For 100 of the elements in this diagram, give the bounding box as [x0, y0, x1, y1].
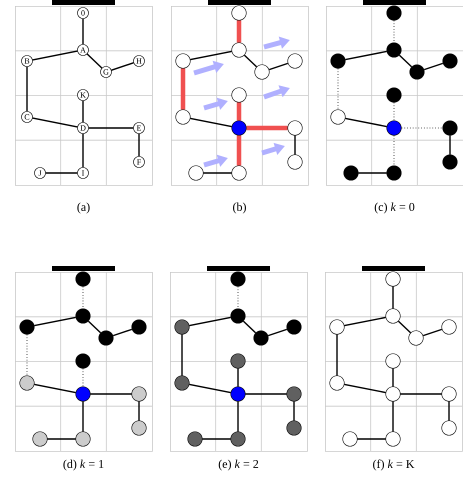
tree-node: [187, 431, 203, 447]
tree-node: [230, 308, 246, 324]
tree-node: [19, 375, 35, 391]
tree-edge: [82, 18, 84, 44]
tree-node: [75, 308, 91, 324]
labeled-node: E: [133, 122, 145, 134]
tree-edge: [422, 328, 442, 336]
tree-node: [174, 319, 190, 335]
tree-node: [175, 109, 191, 125]
tree-node: [286, 319, 302, 335]
tree-node: [330, 53, 346, 69]
panel-caption: (c) k = 0: [374, 202, 414, 214]
tree-edge: [392, 402, 394, 432]
tree-edge: [246, 126, 288, 130]
tree-edge: [82, 134, 84, 168]
tree-node: [286, 386, 302, 402]
labeled-node: J: [34, 167, 46, 179]
tree-edge: [392, 286, 394, 308]
tree-edge: [180, 68, 186, 110]
labeled-node: B: [21, 55, 33, 67]
tree-edge: [424, 62, 444, 70]
labeled-node: H: [133, 55, 145, 67]
labeled-node: K: [77, 89, 89, 101]
tree-edge: [336, 334, 338, 376]
labeled-node: I: [77, 167, 89, 179]
tree-node: [385, 386, 401, 402]
tree-node: [188, 165, 204, 181]
tree-node: [230, 431, 246, 447]
tree-edge: [246, 393, 286, 395]
tree-node: [385, 431, 401, 447]
tree-node: [75, 271, 91, 287]
tree-edge: [398, 320, 412, 334]
tree-edge: [111, 62, 134, 71]
tree-edge: [294, 136, 296, 154]
tree-edge: [242, 320, 256, 334]
labeled-node: A: [77, 44, 89, 56]
tree-node: [385, 271, 401, 287]
tree-edge: [448, 402, 450, 420]
tree-node: [287, 120, 303, 136]
panel-caption: (e) k = 2: [218, 460, 258, 470]
tree-node: [231, 5, 247, 21]
tree-node: [75, 353, 91, 369]
labeled-node: C: [21, 111, 33, 123]
tree-node: [231, 87, 247, 103]
labeled-node: G: [100, 66, 112, 78]
tree-node: [287, 53, 303, 69]
tree-edge: [398, 54, 412, 68]
tree-edge: [82, 286, 84, 309]
tree-node: [131, 420, 147, 436]
tree-edge: [34, 316, 76, 326]
tree-node: [175, 53, 191, 69]
tree-edge: [268, 62, 288, 70]
labeled-node: D: [77, 122, 89, 134]
tree-node: [441, 386, 457, 402]
tree-node: [386, 87, 402, 103]
panel-caption: (b): [233, 202, 246, 214]
tree-node: [75, 431, 91, 447]
tree-edge: [244, 54, 258, 68]
tree-edge: [26, 334, 28, 376]
tree-node: [32, 431, 48, 447]
tree-edge: [400, 393, 442, 395]
tree-edge: [189, 384, 231, 394]
tree-edge: [82, 368, 84, 387]
tree-edge: [32, 50, 78, 61]
tree-node: [19, 319, 35, 335]
tree-edge: [46, 172, 78, 174]
tree-node: [231, 165, 247, 181]
tree-edge: [88, 320, 102, 334]
tree-edge: [293, 402, 295, 420]
tree-edge: [358, 172, 386, 174]
tree-edge: [392, 368, 394, 386]
tree-edge: [48, 438, 76, 440]
tree-edge: [26, 66, 28, 112]
tree-node: [386, 5, 402, 21]
tree-edge: [236, 20, 242, 42]
tree-edge: [138, 134, 140, 156]
tree-edge: [344, 316, 386, 326]
tree-node: [254, 64, 270, 80]
tree-edge: [345, 50, 387, 60]
tree-edge: [112, 328, 132, 336]
tree-edge: [189, 316, 231, 326]
tree-node: [131, 319, 147, 335]
tree-edge: [237, 368, 239, 386]
tree-edge: [88, 127, 134, 129]
tree-edge: [344, 384, 386, 394]
tree-node: [385, 308, 401, 324]
labeled-node: 0: [77, 7, 89, 19]
tree-edge: [86, 54, 102, 68]
tree-node: [231, 120, 247, 136]
tree-node: [343, 165, 359, 181]
tree-node: [131, 386, 147, 402]
tree-node: [442, 120, 458, 136]
tree-edge: [34, 384, 76, 394]
tree-node: [230, 353, 246, 369]
tree-node: [230, 386, 246, 402]
tree-node: [329, 319, 345, 335]
tree-edge: [449, 136, 451, 154]
tree-edge: [237, 402, 239, 432]
tree-node: [286, 420, 302, 436]
tree-node: [386, 42, 402, 58]
